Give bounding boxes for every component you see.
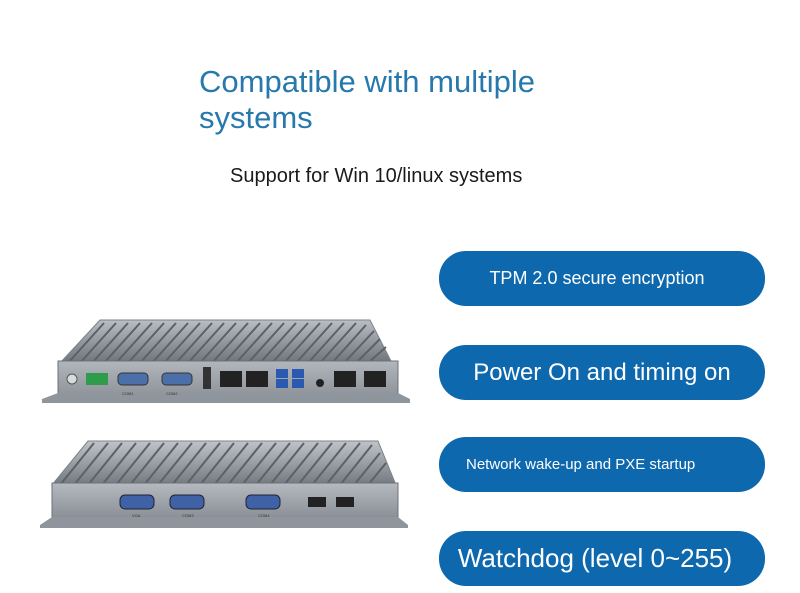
device-back-image: VGA COM3 COM4 [40,440,408,528]
device-front-image: COM1 COM2 [42,319,410,403]
feature-pill-tpm: TPM 2.0 secure encryption [439,251,765,306]
port-label: COM4 [258,513,270,518]
page-heading: Compatible with multiple systems [199,64,535,135]
page-subheading: Support for Win 10/linux systems [230,165,523,187]
feature-pill-watchdog: Watchdog (level 0~255) [439,531,765,586]
port-label: COM1 [122,391,134,396]
feature-pill-network-wake: Network wake-up and PXE startup [439,437,765,492]
port-label: COM3 [182,513,194,518]
port-label: VGA [132,513,141,518]
feature-pill-power-on: Power On and timing on [439,345,765,400]
port-label: COM2 [166,391,178,396]
